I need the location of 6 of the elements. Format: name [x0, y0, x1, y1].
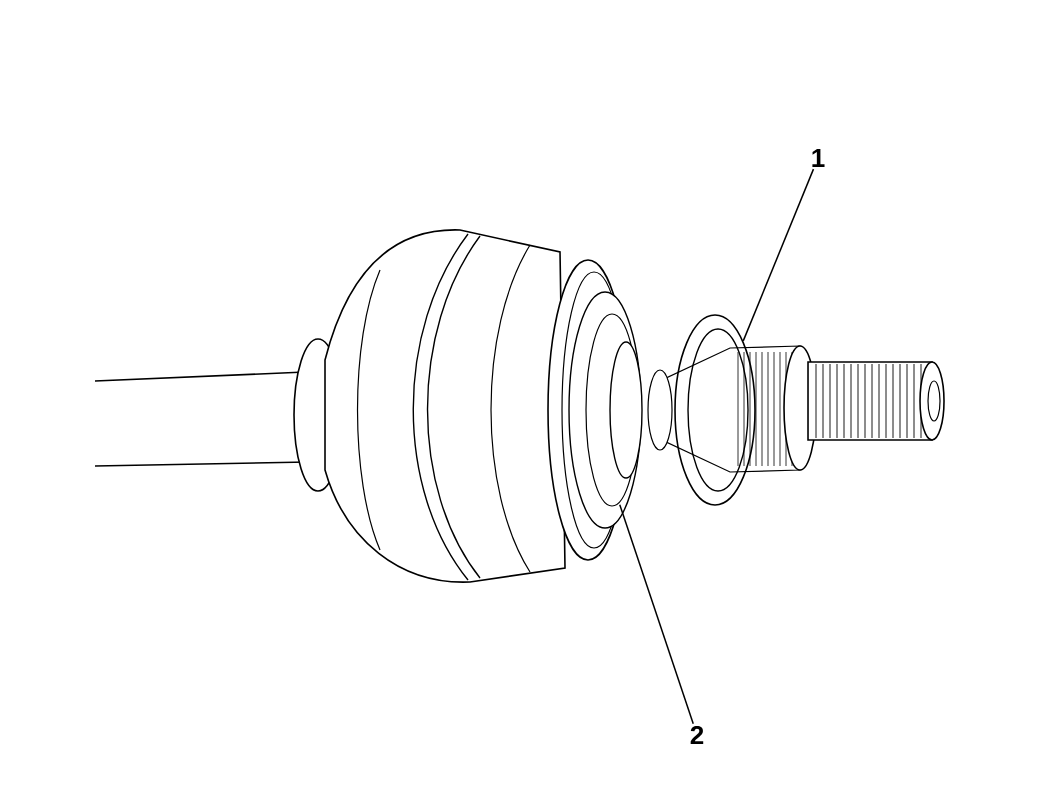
- callout-number: 1: [812, 149, 825, 167]
- callout-number: 2: [690, 725, 704, 745]
- leader-line: [619, 503, 694, 725]
- retaining-ring: [674, 314, 756, 506]
- leader-line: [742, 168, 815, 342]
- joint-housing: [547, 259, 643, 561]
